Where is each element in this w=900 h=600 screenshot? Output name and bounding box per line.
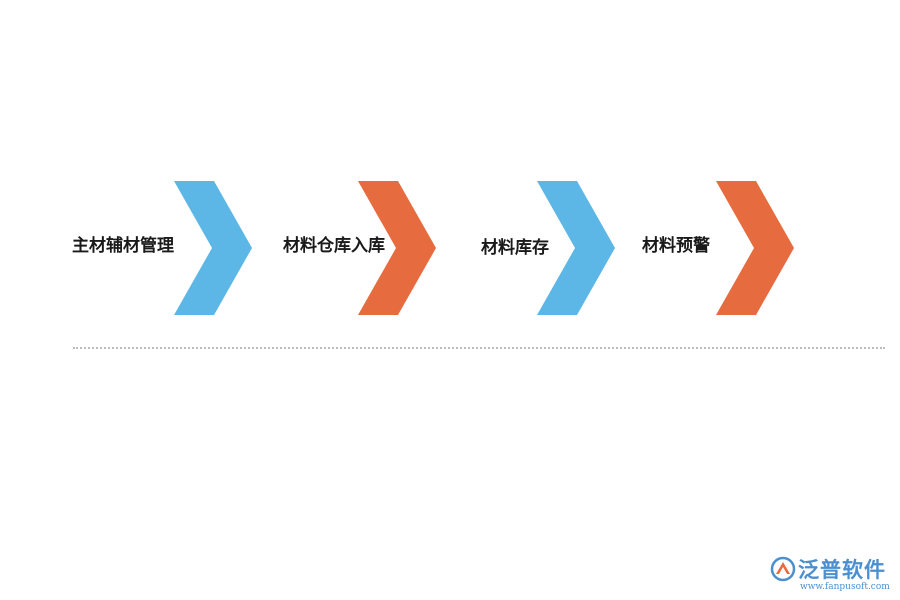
step-4-label: 材料预警: [642, 236, 710, 256]
fanpu-logo-icon: [770, 556, 796, 582]
step-4-chevron-icon: [716, 181, 794, 315]
step-3-chevron-icon: [537, 181, 615, 315]
step-1-label: 主材辅材管理: [72, 236, 174, 256]
step-1-chevron-icon: [174, 181, 252, 315]
dotted-divider: [73, 347, 885, 349]
step-3-label: 材料库存: [481, 238, 549, 258]
step-2-chevron-icon: [358, 181, 436, 315]
brand-name: 泛普软件: [798, 558, 886, 582]
brand-url: www.fanpusoft.com: [800, 582, 890, 592]
brand-logo: 泛普软件 www.fanpusoft.com: [770, 554, 892, 596]
step-2-label: 材料仓库入库: [283, 236, 385, 256]
